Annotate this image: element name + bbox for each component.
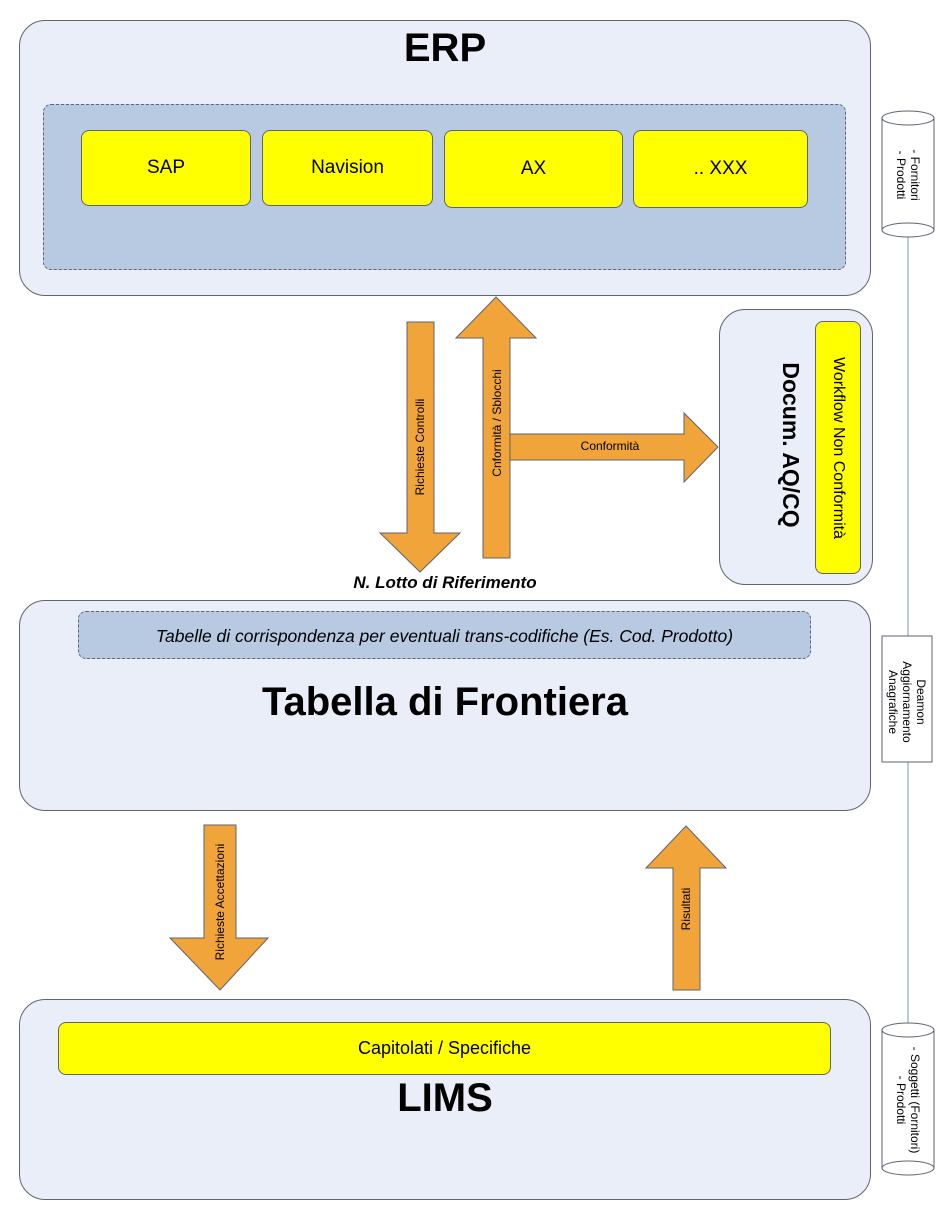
frontiera-note: Tabelle di corrispondenza per eventuali … (155, 626, 734, 646)
lims-specs-box: Capitolati / Specifiche (58, 1022, 831, 1075)
conformita-sblocchi-arrow (454, 296, 538, 559)
workflow-box (815, 321, 861, 574)
top-cylinder-line-2: - Prodotti (894, 150, 908, 200)
daemon-box (881, 635, 933, 763)
docum-title: Docum. AQ/CQ (778, 362, 805, 528)
daemon-line-2: Aggiornamento (900, 661, 914, 743)
daemon-label: Deamon Aggiornamento Anagrafiche (884, 642, 930, 762)
system-xxx: .. XXX (633, 130, 808, 208)
richieste-controlli-label: Richieste Controlli (413, 398, 427, 496)
lotto-label: N. Lotto di Riferimento (353, 573, 537, 592)
risultati-arrow (644, 825, 728, 991)
erp-title: ERP (403, 26, 487, 70)
system-sap: SAP (81, 130, 251, 206)
richieste-accettazioni-arrow (168, 824, 270, 991)
conformita-label: Conformità (580, 439, 640, 453)
conformita-sblocchi-label: Cnformità / Sblocchi (490, 369, 504, 477)
system-ax: AX (444, 130, 623, 208)
frontiera-title: Tabella di Frontiera (262, 680, 628, 724)
top-cylinder (881, 110, 935, 238)
bottom-cylinder-line-2: - Prodotti (894, 1075, 908, 1125)
lims-title: LIMS (397, 1076, 493, 1120)
bottom-cylinder (881, 1022, 935, 1176)
richieste-accettazioni-label: Richieste Accettazioni (213, 843, 227, 961)
top-cylinder-label: - Fornitori - Prodotti (883, 100, 933, 250)
daemon-line-3: Anagrafiche (886, 669, 900, 735)
daemon-line-1: Deamon (914, 679, 928, 725)
richieste-controlli-arrow (378, 321, 462, 573)
workflow-label: Workflow Non Conformità (830, 357, 847, 539)
conformita-arrow (509, 411, 719, 484)
frontiera-note-box (78, 611, 811, 659)
risultati-label: Risultati (679, 887, 693, 931)
system-navision: Navision (262, 130, 433, 206)
bottom-cylinder-label: - Soggetti (Fornitori) - Prodotti (885, 1010, 931, 1190)
top-cylinder-line-1: - Fornitori (908, 149, 922, 201)
bottom-cylinder-line-1: - Soggetti (Fornitori) (908, 1046, 922, 1154)
